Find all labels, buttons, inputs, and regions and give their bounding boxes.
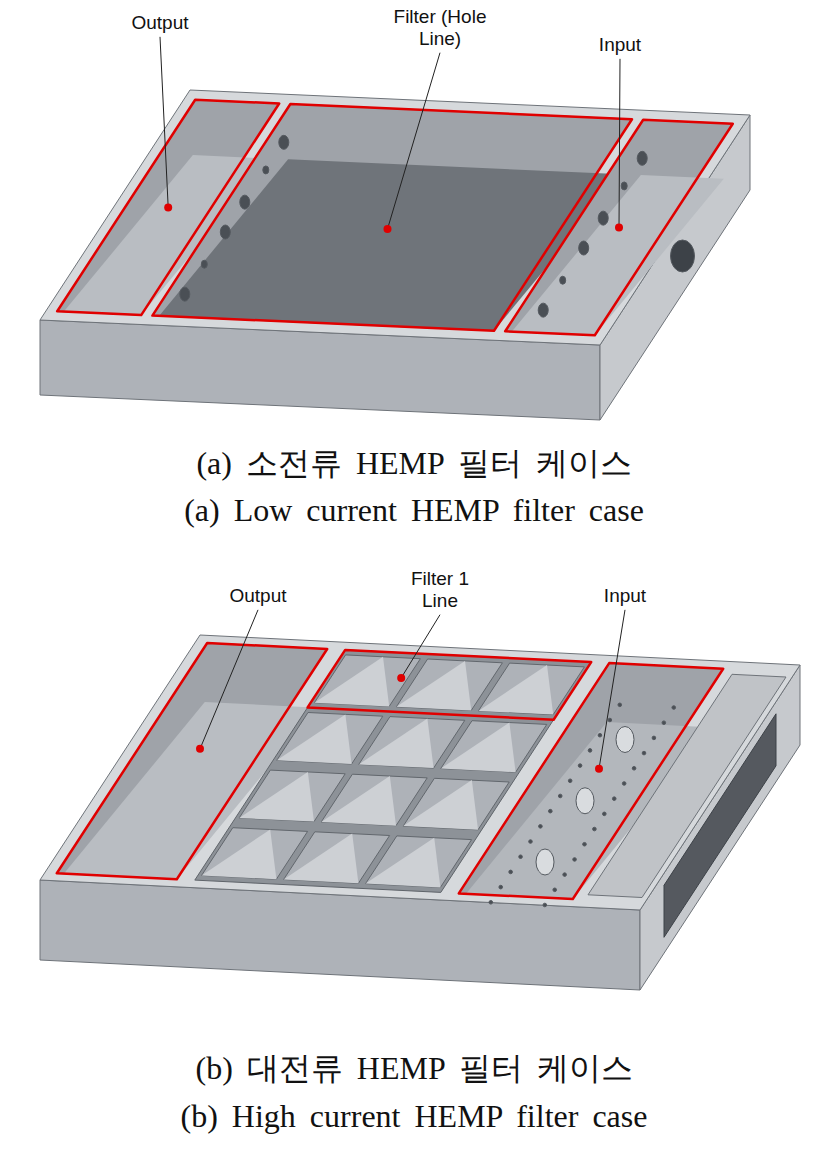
filter-cell bbox=[366, 836, 472, 888]
leader-line bbox=[619, 59, 620, 228]
cable-hole bbox=[621, 182, 627, 190]
terminal-hole bbox=[576, 788, 594, 814]
bolt-hole bbox=[549, 809, 553, 813]
leader-line bbox=[599, 610, 625, 769]
leader-line bbox=[388, 53, 441, 229]
callout-dot bbox=[397, 674, 405, 682]
cable-hole bbox=[263, 166, 269, 174]
filter-cell bbox=[478, 663, 584, 715]
callout-dot bbox=[164, 203, 172, 211]
cell-shading bbox=[321, 776, 396, 826]
bolt-hole bbox=[583, 842, 587, 846]
top-rim bbox=[40, 90, 750, 345]
part-label: Input bbox=[570, 34, 670, 56]
cell-shading bbox=[202, 830, 277, 880]
bolt-hole bbox=[509, 870, 513, 874]
leader-line bbox=[401, 615, 440, 678]
callout-dot bbox=[615, 224, 623, 232]
sub-caption: (b) High current HEMP filter case bbox=[14, 1098, 814, 1135]
compartment-floor bbox=[512, 175, 724, 335]
high-current-case bbox=[40, 635, 800, 990]
cell-shading bbox=[366, 838, 441, 888]
bolt-hole bbox=[539, 825, 543, 829]
part-label: Input bbox=[575, 585, 675, 607]
bolt-hole bbox=[642, 751, 646, 755]
highlight-outline bbox=[308, 650, 592, 720]
cable-hole bbox=[180, 287, 190, 301]
bolt-hole bbox=[588, 749, 592, 753]
cell-shading bbox=[284, 834, 359, 884]
bolt-hole bbox=[662, 721, 666, 725]
cell-shading bbox=[441, 723, 516, 773]
bolt-hole bbox=[672, 706, 676, 710]
bolt-hole bbox=[608, 718, 612, 722]
cable-hole bbox=[579, 241, 589, 255]
bolt-hole bbox=[573, 858, 577, 862]
callout-dot bbox=[196, 745, 204, 753]
bolt-hole bbox=[598, 733, 602, 737]
cable-hole bbox=[279, 135, 289, 149]
cable-hole bbox=[560, 276, 566, 284]
bolt-hole bbox=[499, 885, 503, 889]
cell-shading bbox=[239, 772, 314, 822]
bolt-hole bbox=[568, 779, 572, 783]
bolt-hole bbox=[489, 901, 493, 905]
leader-lines bbox=[160, 37, 625, 773]
part-label: Filter (Hole Line) bbox=[385, 6, 495, 50]
cable-hole bbox=[201, 260, 207, 268]
filter-cell bbox=[403, 778, 509, 830]
cable-hole bbox=[220, 225, 230, 239]
bolt-hole bbox=[529, 840, 533, 844]
cable-hole bbox=[637, 151, 647, 165]
terminal-hole bbox=[616, 727, 634, 753]
cell-shading bbox=[359, 719, 434, 769]
cable-hole bbox=[598, 211, 608, 225]
part-label: Filter 1 Line bbox=[395, 568, 485, 612]
bolt-hole bbox=[652, 736, 656, 740]
sub-caption: (a) 소전류 HEMP 필터 케이스 bbox=[14, 445, 814, 482]
filter-cell bbox=[441, 721, 547, 773]
callout-dot bbox=[384, 225, 392, 233]
cell-shading bbox=[277, 714, 352, 764]
part-label: Output bbox=[100, 12, 220, 34]
bolt-hole bbox=[519, 855, 523, 859]
leader-line bbox=[160, 37, 168, 208]
bolt-hole bbox=[603, 812, 607, 816]
cable-hole bbox=[538, 303, 548, 317]
bolt-hole bbox=[612, 797, 616, 801]
terminal-hole bbox=[536, 849, 554, 875]
cell-shading bbox=[403, 780, 478, 830]
bolt-hole bbox=[543, 903, 547, 907]
leader-line bbox=[200, 610, 258, 749]
bolt-hole bbox=[563, 873, 567, 877]
cable-hole bbox=[240, 195, 250, 209]
sub-caption: (a) Low current HEMP filter case bbox=[14, 492, 814, 529]
cell-shading bbox=[478, 665, 553, 715]
callout-dot bbox=[595, 765, 603, 773]
part-label: Output bbox=[198, 585, 318, 607]
low-current-case bbox=[40, 90, 750, 420]
bolt-hole bbox=[558, 794, 562, 798]
end-opening bbox=[664, 714, 776, 938]
bolt-hole bbox=[553, 888, 557, 892]
bolt-hole bbox=[622, 782, 626, 786]
bolt-hole bbox=[618, 703, 622, 707]
entry-hole bbox=[671, 240, 695, 272]
bolt-hole bbox=[632, 766, 636, 770]
sub-caption: (b) 대전류 HEMP 필터 케이스 bbox=[14, 1050, 814, 1087]
bolt-hole bbox=[593, 827, 597, 831]
bolt-hole bbox=[578, 764, 582, 768]
